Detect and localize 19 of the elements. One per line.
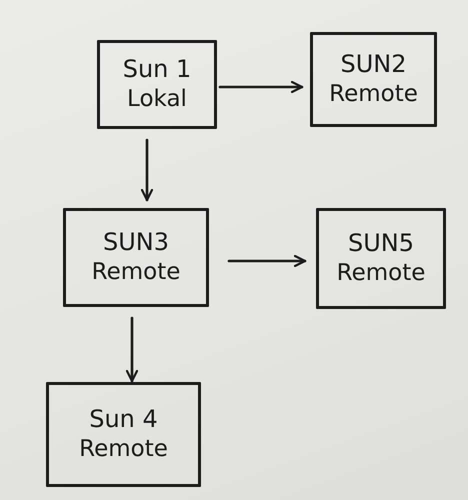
box-title: SUN3	[102, 228, 170, 258]
box-title: SUN5	[348, 229, 414, 258]
process-box	[310, 32, 437, 127]
box-subtitle: Remote	[92, 259, 180, 287]
box-subtitle: Remote	[329, 81, 418, 109]
box-subtitle: Lokal	[127, 86, 187, 114]
process-box	[316, 208, 446, 309]
box-subtitle: Remote	[336, 260, 426, 288]
process-box	[97, 40, 217, 129]
box-title: Sun 1	[122, 55, 192, 84]
box-subtitle: Remote	[79, 436, 168, 464]
process-box	[63, 208, 209, 307]
arrow	[140, 138, 154, 202]
arrow	[126, 316, 138, 382]
box-title: SUN2	[340, 50, 407, 80]
arrow	[228, 254, 306, 268]
process-box	[46, 382, 201, 487]
arrow	[218, 80, 304, 94]
box-title: Sun 4	[89, 405, 158, 434]
